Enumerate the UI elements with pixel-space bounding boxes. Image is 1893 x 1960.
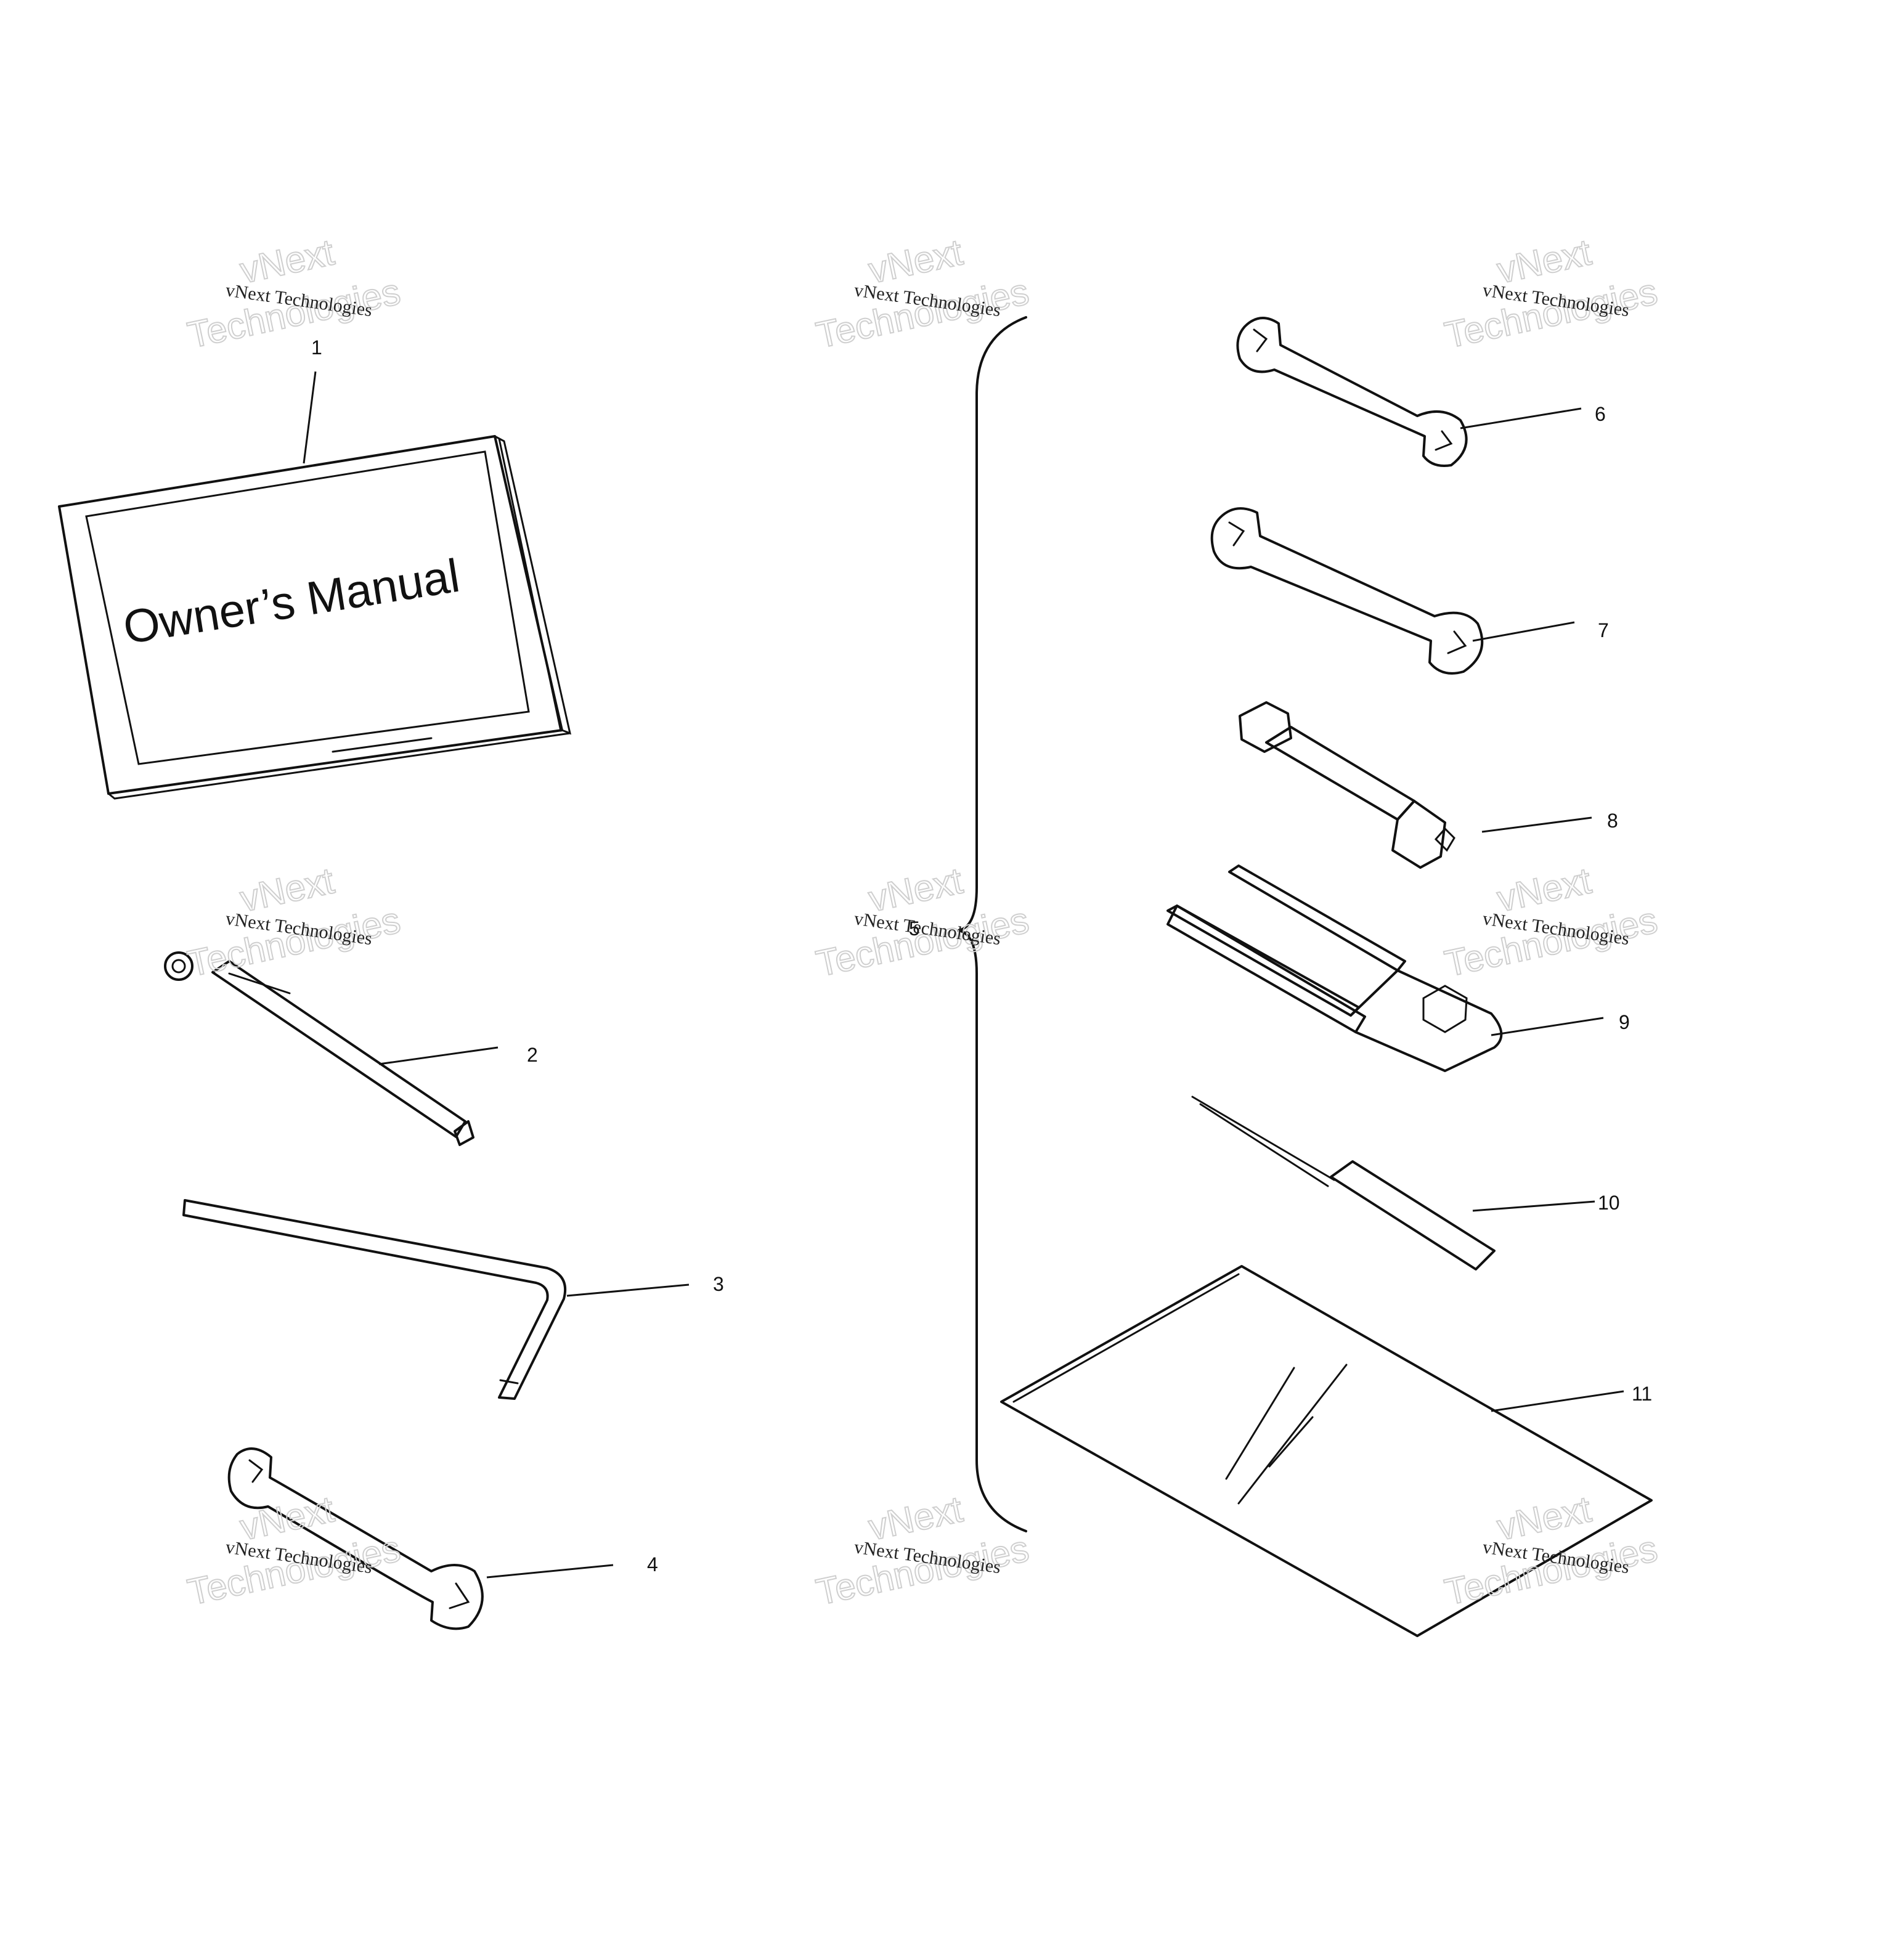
- svg-text:vNext: vNext: [1494, 860, 1595, 919]
- part-5-brace: [957, 316, 1027, 1532]
- callout-2: 2: [527, 1044, 538, 1066]
- part-hex-key: [182, 1199, 567, 1400]
- part-screwdriver: [1191, 1096, 1496, 1271]
- svg-text:vNext: vNext: [865, 1488, 966, 1548]
- callout-1: 1: [311, 336, 322, 359]
- callout-8: 8: [1607, 810, 1618, 832]
- svg-text:vNext: vNext: [865, 231, 966, 291]
- svg-text:vNext: vNext: [1494, 1488, 1595, 1548]
- watermark: vNext Technologies vNext Technologies: [184, 1487, 405, 1613]
- watermark: vNext Technologies vNext Technologies: [1441, 230, 1662, 356]
- callout-3: 3: [713, 1273, 724, 1295]
- watermark: vNext Technologies vNext Technologies: [812, 859, 1033, 985]
- watermark: vNext Technologies vNext Technologies: [812, 1487, 1033, 1613]
- watermarks: vNext Technologies vNext Technologies vN…: [184, 230, 1662, 1613]
- callout-11: 11: [1632, 1383, 1652, 1405]
- part-owners-manual: Owner’s Manual: [58, 435, 572, 800]
- callout-6: 6: [1595, 403, 1606, 425]
- callout-7: 7: [1598, 619, 1609, 641]
- part-wrench-7: [1210, 507, 1484, 675]
- svg-text:vNext: vNext: [865, 860, 966, 919]
- callout-5: 5: [909, 917, 920, 940]
- leader-lines: [303, 371, 1624, 1579]
- part-spark-plug-socket: [1239, 701, 1455, 869]
- watermark: vNext Technologies vNext Technologies: [184, 230, 405, 356]
- callout-numbers: 1 2 3 4 5 6 7 8 9 10 11: [311, 336, 1652, 1576]
- part-bag: [1000, 1265, 1653, 1637]
- watermark: vNext Technologies vNext Technologies: [184, 859, 405, 985]
- svg-text:vNext: vNext: [237, 860, 338, 919]
- watermark: vNext Technologies vNext Technologies: [1441, 1487, 1662, 1613]
- callout-4: 4: [647, 1553, 658, 1576]
- manual-cover-title: Owner’s Manual: [120, 550, 463, 654]
- callout-10: 10: [1598, 1192, 1620, 1214]
- part-tire-gauge: [164, 951, 474, 1146]
- svg-text:vNext: vNext: [1494, 231, 1595, 291]
- watermark: vNext Technologies vNext Technologies: [812, 230, 1033, 356]
- watermark: vNext Technologies vNext Technologies: [1441, 859, 1662, 985]
- part-wrench-6: [1236, 317, 1468, 467]
- part-wrench-small: [227, 1447, 484, 1630]
- svg-text:vNext: vNext: [237, 231, 338, 291]
- callout-9: 9: [1619, 1011, 1630, 1033]
